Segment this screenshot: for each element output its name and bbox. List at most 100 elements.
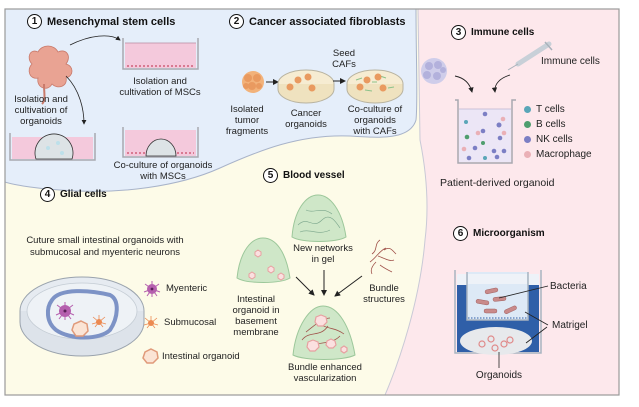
caf-coculture-dish xyxy=(346,69,404,104)
bacteria-group xyxy=(475,287,517,314)
label-line: Isolation and xyxy=(133,76,187,87)
legend-intestinal-organoid: Intestinal organoid xyxy=(162,351,240,362)
cancer-organoid-dish xyxy=(277,69,335,104)
section-2-title-text: Cancer associated fibroblasts xyxy=(249,15,406,28)
submucosal-neuron-in-dish xyxy=(91,315,107,328)
legend-label: B cells xyxy=(536,119,566,130)
seed-cafs-label: Seed CAFs xyxy=(324,48,364,70)
patient-derived-organoid-caption: Patient-derived organoid xyxy=(440,177,555,189)
caf-coculture-label: Co-culture of organoids with CAFs xyxy=(342,104,408,137)
organoid-membrane-dome xyxy=(236,237,291,283)
section-3-title-text: Immune cells xyxy=(471,27,535,38)
figure-frame xyxy=(4,8,620,396)
bacteria-label: Bacteria xyxy=(550,281,587,292)
tumor-fragments-label: Isolated tumor fragments xyxy=(222,104,272,137)
label-line: organoids xyxy=(20,116,62,127)
section-6-title-text: Microorganism xyxy=(473,228,545,239)
arrow-bundle-to-enhanced xyxy=(334,275,363,297)
legend-label: Macrophage xyxy=(536,149,592,160)
label-line: with CAFs xyxy=(353,126,397,137)
label-line: structures xyxy=(363,294,405,305)
legend-myenteric: Myenteric xyxy=(166,283,208,294)
t-cells-dot-icon xyxy=(524,106,531,113)
legend-submucosal: Submucosal xyxy=(164,317,217,328)
label-line: New networks xyxy=(293,243,353,254)
bundle-structures-label: Bundle structures xyxy=(356,283,412,305)
label-line: vascularization xyxy=(293,373,357,384)
syringe-icon xyxy=(507,41,553,71)
legend-nk-cells: NK cells xyxy=(524,134,573,145)
label-line: organoids xyxy=(285,119,327,130)
section-1-title-text: Mesenchymal stem cells xyxy=(47,15,176,28)
msc-culture-dish xyxy=(122,38,199,70)
section-1-badge: 1 xyxy=(27,14,42,29)
label-line: membrane xyxy=(233,327,279,338)
matrigel-label: Matrigel xyxy=(552,320,588,331)
label-line: with MSCs xyxy=(140,171,186,182)
intestine-icon xyxy=(28,45,73,105)
arrow-cluster-to-well xyxy=(454,75,474,93)
petri-dish-with-organoid xyxy=(19,276,145,357)
section-3-title: 3 Immune cells xyxy=(451,25,534,40)
legend-t-cells: T cells xyxy=(524,104,565,115)
msc-coculture-dish xyxy=(122,127,199,158)
organoid-in-dish xyxy=(71,320,89,337)
label-line: submucosal and myenteric neurons xyxy=(30,247,180,258)
section-1-title: 1 Mesenchymal stem cells xyxy=(27,14,175,29)
section-2-badge: 2 xyxy=(229,14,244,29)
section-5-badge: 5 xyxy=(263,168,278,183)
arrow-to-organoid-dish xyxy=(65,75,87,125)
myenteric-neuron-icon xyxy=(143,281,161,297)
arrow-to-msc xyxy=(69,35,121,46)
label-line: Isolation and xyxy=(14,94,68,105)
label-line: CAFs xyxy=(332,59,356,70)
label-line: Seed xyxy=(332,48,356,59)
label-line: fragments xyxy=(225,126,269,137)
section-6-title: 6 Microorganism xyxy=(453,226,545,241)
section-5-title-text: Blood vessel xyxy=(283,170,345,181)
section-4-title-text: Glial cells xyxy=(60,189,107,200)
myenteric-neuron-in-dish xyxy=(55,302,75,320)
label-line: basement xyxy=(235,316,277,327)
legend-label: NK cells xyxy=(536,134,573,145)
patient-derived-organoid-well xyxy=(455,99,516,164)
label-line: Co-culture of xyxy=(347,104,403,115)
label-line: organoids xyxy=(354,115,396,126)
legend-b-cells: B cells xyxy=(524,119,565,130)
label-line: organoid in xyxy=(232,305,280,316)
organoids-in-matrigel xyxy=(478,335,514,352)
syringe-immune-cells-label: Immune cells xyxy=(541,56,600,67)
blue-region xyxy=(5,9,418,192)
section-4-badge: 4 xyxy=(40,187,55,202)
label-line: Bundle enhanced xyxy=(288,362,362,373)
organoid-membrane-label: Intestinal organoid in basement membrane xyxy=(230,294,282,338)
bundle-structures-icon xyxy=(369,239,397,275)
label-line: cultivation of MSCs xyxy=(119,87,201,98)
legend-macrophage: Macrophage xyxy=(524,149,592,160)
enhanced-vascularization-label: Bundle enhanced vascularization xyxy=(282,362,368,384)
label-line: tumor xyxy=(234,115,260,126)
msc-coculture-label: Co-culture of organoids with MSCs xyxy=(108,160,218,182)
transwell-microorganism-well xyxy=(454,270,549,368)
label-line: in gel xyxy=(311,254,335,265)
label-line: cultivation of xyxy=(14,105,68,116)
organoids-label: Organoids xyxy=(475,370,523,381)
section-6-badge: 6 xyxy=(453,226,468,241)
label-line: Co-culture of organoids xyxy=(113,160,213,171)
label-line: Isolated xyxy=(230,104,264,115)
arrow-syringe-to-well xyxy=(491,74,511,93)
label-line: Intestinal xyxy=(236,294,276,305)
submucosal-neuron-icon xyxy=(143,316,159,329)
cancer-organoids-label: Cancer organoids xyxy=(278,108,334,130)
section-2-title: 2 Cancer associated fibroblasts xyxy=(229,14,406,29)
arrow-membrane-to-enhanced xyxy=(295,276,315,296)
label-line: Cancer xyxy=(290,108,322,119)
label-line: Bundle xyxy=(369,283,399,294)
pink-region xyxy=(384,9,619,395)
intestinal-organoid-icon xyxy=(142,348,159,364)
legend-label: T cells xyxy=(536,104,565,115)
glial-description: Cuture small intestinal organoids with s… xyxy=(10,235,200,259)
section-5-title: 5 Blood vessel xyxy=(263,168,345,183)
immune-cell-cluster-icon xyxy=(421,58,447,84)
section-3-badge: 3 xyxy=(451,25,466,40)
